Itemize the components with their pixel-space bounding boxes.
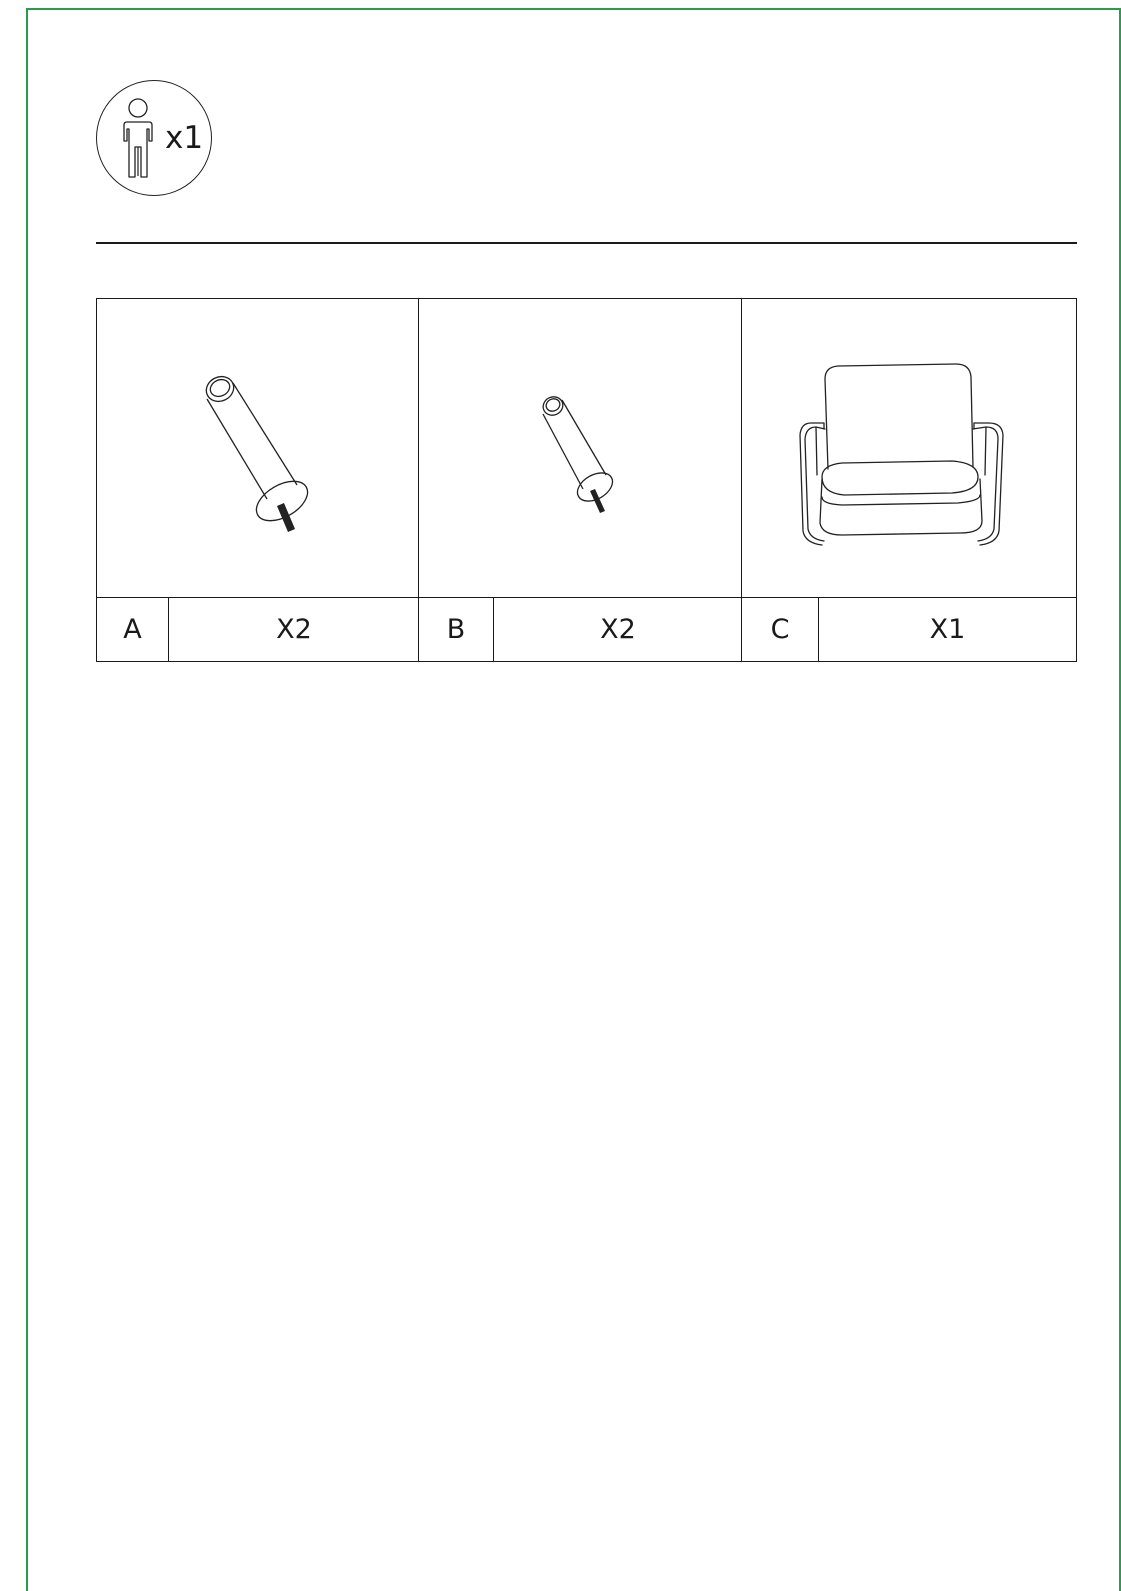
part-quantity-a: X2 [169, 598, 419, 661]
page-frame [26, 8, 1121, 1591]
armchair-icon [742, 299, 1076, 597]
part-cell-b: B X2 [419, 299, 742, 661]
leg-small-icon [419, 299, 742, 597]
part-letter-c: C [742, 598, 819, 661]
part-quantity-c: X1 [819, 598, 1076, 661]
part-letter-b: B [419, 598, 494, 661]
leg-icon [97, 299, 419, 597]
part-quantity-b: X2 [494, 598, 742, 661]
part-letter-a: A [97, 598, 169, 661]
part-illustration-a [97, 299, 419, 598]
people-count: x1 [165, 123, 203, 154]
parts-table: A X2 B X2 [96, 298, 1077, 662]
section-divider [96, 242, 1077, 244]
part-illustration-c [742, 299, 1076, 598]
part-illustration-b [419, 299, 742, 598]
people-required-badge: x1 [96, 80, 212, 196]
part-cell-a: A X2 [97, 299, 419, 661]
part-cell-c: C X1 [742, 299, 1076, 661]
